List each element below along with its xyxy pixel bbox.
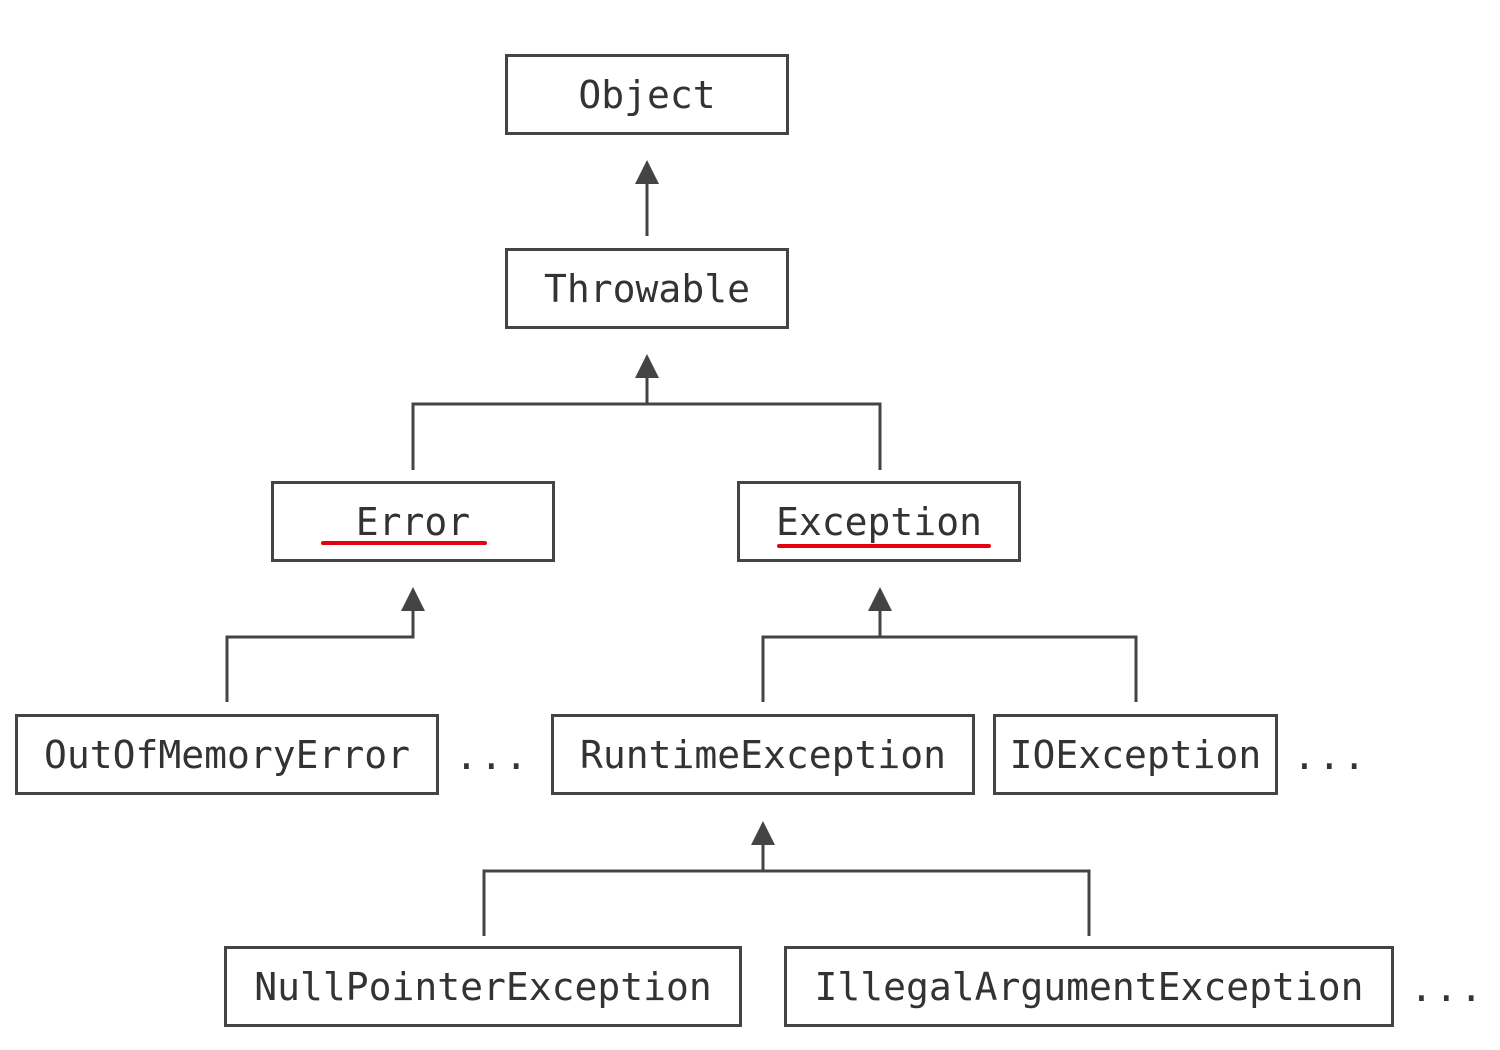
- node-out-of-memory-error: OutOfMemoryError: [15, 714, 439, 795]
- edge-npe-iae-runtime: [482, 869, 1091, 936]
- node-label: IllegalArgumentException: [814, 964, 1364, 1009]
- node-throwable: Throwable: [505, 248, 789, 329]
- highlight-underline-error: [321, 541, 487, 545]
- ellipsis-error-subclasses: ...: [455, 734, 530, 778]
- node-illegal-argument-exception: IllegalArgumentException: [784, 946, 1394, 1027]
- node-label: Exception: [776, 499, 982, 544]
- arrowhead-object: [635, 160, 659, 184]
- node-object: Object: [505, 54, 789, 135]
- edge-error-throwable: [411, 402, 882, 470]
- arrowhead-exception: [868, 587, 892, 611]
- arrowhead-runtime-exception: [751, 821, 775, 845]
- node-label: IOException: [1009, 732, 1262, 777]
- arrowhead-error: [401, 587, 425, 611]
- arrowhead-throwable: [635, 354, 659, 378]
- highlight-underline-exception: [777, 544, 991, 548]
- node-label: RuntimeException: [579, 732, 947, 777]
- node-null-pointer-exception: NullPointerException: [224, 946, 742, 1027]
- edge-runtime-io-exception: [761, 635, 1138, 702]
- node-error: Error: [271, 481, 555, 562]
- node-label: Throwable: [544, 266, 750, 311]
- node-label: NullPointerException: [254, 964, 712, 1009]
- node-label: Object: [578, 72, 716, 117]
- edge-oom-error: [225, 611, 415, 702]
- node-io-exception: IOException: [993, 714, 1278, 795]
- node-exception: Exception: [737, 481, 1021, 562]
- ellipsis-runtime-subclasses: ...: [1410, 966, 1485, 1010]
- node-runtime-exception: RuntimeException: [551, 714, 975, 795]
- node-label: OutOfMemoryError: [43, 732, 411, 777]
- node-label: Error: [355, 499, 471, 544]
- ellipsis-exception-subclasses: ...: [1293, 734, 1368, 778]
